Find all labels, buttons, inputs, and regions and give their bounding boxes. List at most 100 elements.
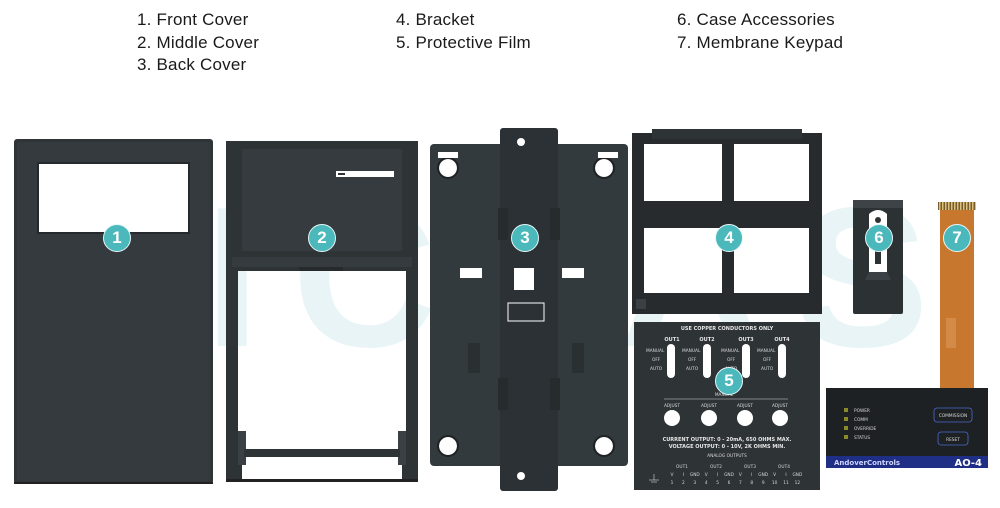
keypad-status-status: STATUS <box>854 435 870 441</box>
film-terminal-number: 3 <box>693 480 696 486</box>
film-terminal-labels: V I GND V I GND V I GND V I GND <box>671 472 803 478</box>
legend-item-case-accessories: 6. Case Accessories <box>677 10 835 29</box>
film-terminal-label: I <box>717 472 718 478</box>
film-terminal-label: V <box>705 472 708 478</box>
film-header-text: USE COPPER CONDUCTORS ONLY <box>681 326 774 332</box>
film-terminal-number: 5 <box>716 480 719 486</box>
film-mode-manual-1: MANUAL <box>646 348 665 354</box>
film-terminal-number: 4 <box>705 480 708 486</box>
flex-cable-stripes <box>938 202 976 210</box>
film-terminal-number: 9 <box>762 480 765 486</box>
film-voltage-output: VOLTAGE OUTPUT: 0 - 10V, 2K OHMS MIN. <box>669 444 786 450</box>
middle-cover-image <box>226 141 418 482</box>
film-adjust-label-4: ADJUST <box>772 403 788 409</box>
film-adjust-hole-1 <box>664 410 680 426</box>
keypad-status-power: POWER <box>854 408 870 414</box>
film-mode-auto-1: AUTO <box>650 366 663 372</box>
film-manual-label: MANUAL <box>715 392 734 398</box>
film-current-output: CURRENT OUTPUT: 0 - 20mA, 650 OHMS MAX. <box>663 437 792 443</box>
film-switch-slot-4 <box>778 344 786 378</box>
membrane-keypad-image: POWER COMM OVERRIDE STATUS COMMISSION RE… <box>826 202 988 469</box>
film-mode-off-3: OFF <box>727 357 736 363</box>
film-mode-off-4: OFF <box>763 357 772 363</box>
badge-middle-cover: 2 <box>308 224 336 252</box>
film-terminal-label: I <box>683 472 684 478</box>
film-out4-label: OUT4 <box>774 337 790 343</box>
commission-key <box>933 407 973 423</box>
film-terminal-number: 8 <box>750 480 753 486</box>
film-terminal-label: V <box>773 472 776 478</box>
film-terminal-label: V <box>671 472 674 478</box>
film-mode-manual-4: MANUAL <box>757 348 776 354</box>
film-terminal-number: 7 <box>739 480 742 486</box>
film-adjust-hole-4 <box>772 410 788 426</box>
film-terminal-group-3: OUT3 <box>744 464 756 470</box>
badge-front-cover: 1 <box>103 224 131 252</box>
keypad-brand-band <box>826 456 988 468</box>
badge-bracket: 4 <box>715 224 743 252</box>
film-mode-manual-2: MANUAL <box>682 348 701 354</box>
keypad-model-text: AO-4 <box>954 458 982 469</box>
front-cover-image <box>14 139 213 484</box>
film-terminal-group-2: OUT2 <box>710 464 722 470</box>
film-switch-slot-3 <box>742 344 750 378</box>
legend-item-bracket: 4. Bracket <box>396 10 475 29</box>
film-terminal-number: 10 <box>772 480 778 486</box>
film-terminal-label: GND <box>690 472 701 478</box>
keypad-status-comm: COMM <box>854 417 868 423</box>
film-terminal-group-1: OUT1 <box>676 464 688 470</box>
badge-back-cover: 3 <box>511 224 539 252</box>
film-terminal-groups: OUT1 OUT2 OUT3 OUT4 <box>676 464 790 470</box>
film-terminal-group-4: OUT4 <box>778 464 790 470</box>
reset-key-label: RESET <box>946 437 960 443</box>
film-adjust-label-1: ADJUST <box>664 403 680 409</box>
film-terminal-number: 2 <box>682 480 685 486</box>
badge-membrane-keypad: 7 <box>943 224 971 252</box>
film-terminal-number: 6 <box>728 480 731 486</box>
film-adjust-label-3: ADJUST <box>737 403 753 409</box>
legend-item-back-cover: 3. Back Cover <box>137 55 247 74</box>
film-switch-slots <box>667 344 786 378</box>
film-out2-label: OUT2 <box>699 337 715 343</box>
legend-column-3: 6. Case Accessories 7. Membrane Keypad <box>677 9 843 54</box>
legend-item-protective-film: 5. Protective Film <box>396 32 531 52</box>
film-terminal-number: 12 <box>795 480 801 486</box>
film-adjust-hole-2 <box>701 410 717 426</box>
film-terminal-label: I <box>785 472 786 478</box>
film-ground-symbol <box>649 474 659 483</box>
back-cover-image <box>430 128 628 491</box>
legend-column-2: 4. Bracket 5. Protective Film <box>396 9 531 54</box>
film-output-labels: OUT1 OUT2 OUT3 OUT4 <box>664 337 790 343</box>
keypad-status-override: OVERRIDE <box>854 426 877 432</box>
bracket-image <box>632 129 822 314</box>
badge-protective-film: 5 <box>715 367 743 395</box>
legend-column-1: 1. Front Cover 2. Middle Cover 3. Back C… <box>137 9 259 77</box>
protective-film-image: USE COPPER CONDUCTORS ONLY OUT1 OUT2 OUT… <box>634 322 820 490</box>
film-terminal-label: GND <box>758 472 769 478</box>
reset-key <box>937 431 969 446</box>
film-adjust-hole-3 <box>737 410 753 426</box>
legend-item-front-cover: 1. Front Cover <box>137 10 249 29</box>
film-adjust-labels: ADJUST ADJUST ADJUST ADJUST <box>664 403 788 409</box>
keypad-body <box>826 388 988 468</box>
film-mode-off-2: OFF <box>688 357 697 363</box>
film-out1-label: OUT1 <box>664 337 680 343</box>
film-terminal-label: I <box>751 472 752 478</box>
film-mode-off-1: OFF <box>652 357 661 363</box>
film-terminal-number: 1 <box>671 480 674 486</box>
film-mode-auto-2: AUTO <box>686 366 699 372</box>
film-mode-manual-3: MANUAL <box>721 348 740 354</box>
film-terminal-label: GND <box>792 472 803 478</box>
film-switch-slot-2 <box>703 344 711 378</box>
legend-item-middle-cover: 2. Middle Cover <box>137 32 260 52</box>
badge-case-accessories: 6 <box>865 224 893 252</box>
commission-key-label: COMMISSION <box>939 413 967 419</box>
keypad-brand-text: AndoverControls <box>834 459 900 467</box>
film-terminal-label: GND <box>724 472 735 478</box>
film-mode-auto-4: AUTO <box>761 366 774 372</box>
legend-item-membrane-keypad: 7. Membrane Keypad <box>677 32 844 52</box>
film-adjust-label-2: ADJUST <box>701 403 717 409</box>
film-out3-label: OUT3 <box>738 337 754 343</box>
film-terminal-label: V <box>739 472 742 478</box>
